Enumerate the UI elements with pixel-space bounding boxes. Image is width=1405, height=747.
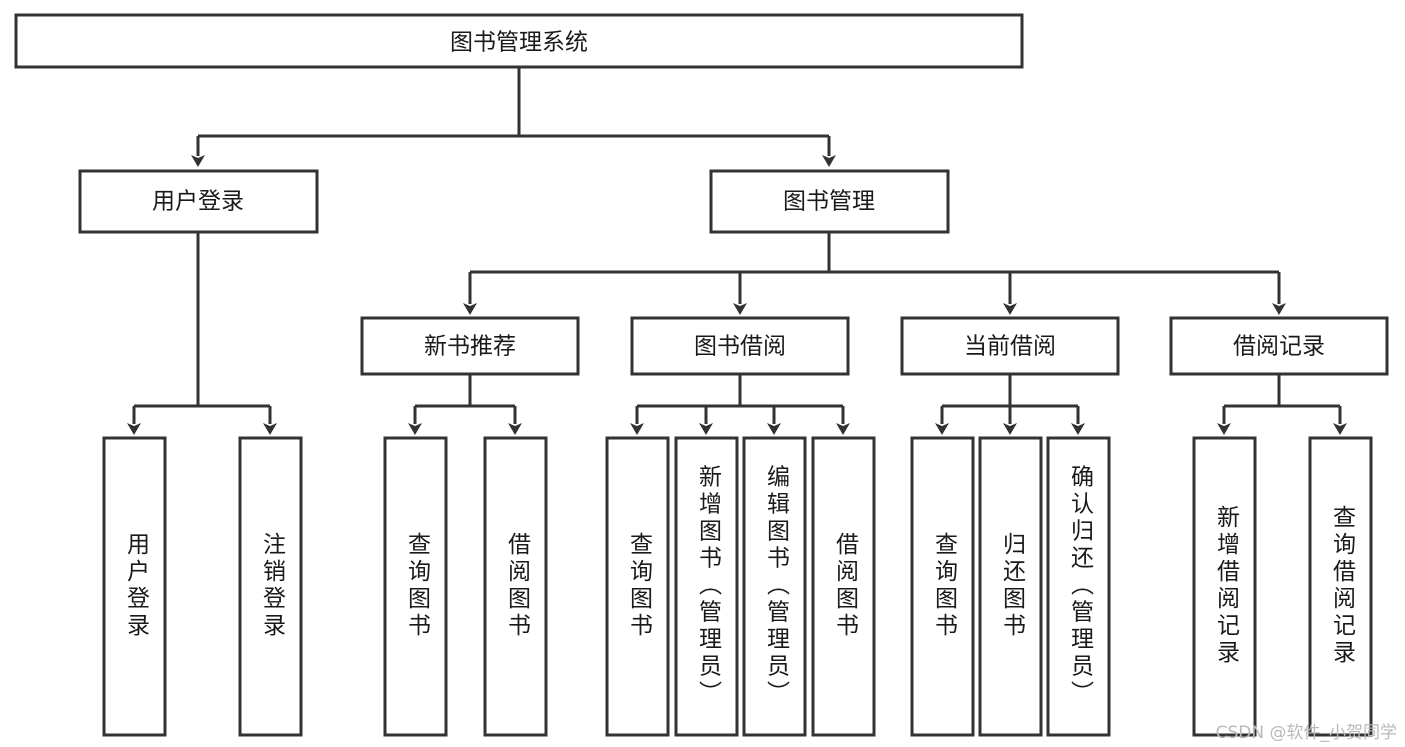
- node-book-manage-box: [709, 169, 950, 234]
- node-root-box: [14, 13, 1024, 69]
- node-leaf-borrow-book-2-label: 借阅图书: [832, 532, 860, 640]
- node-borrow-record-label: 借阅记录: [1233, 334, 1325, 360]
- node-leaf-add-borrow-record-label: 新增借阅记录: [1213, 505, 1241, 667]
- node-new-book-recommend-label: 新书推荐: [424, 334, 516, 360]
- node-leaf-edit-book-admin-box: [742, 436, 807, 737]
- node-new-book-recommend[interactable]: 新书推荐: [360, 316, 580, 376]
- node-leaf-borrow-book-1-label: 借阅图书: [504, 532, 532, 640]
- edges-book-manage-to-level3: [463, 232, 1286, 315]
- node-leaf-query-book-2[interactable]: 查询图书: [605, 436, 670, 737]
- node-borrow-record-box: [1169, 316, 1389, 376]
- node-borrow-record[interactable]: 借阅记录: [1169, 316, 1389, 376]
- node-leaf-return-book-box: [978, 436, 1043, 737]
- node-root-label: 图书管理系统: [450, 30, 588, 56]
- node-leaf-user-login[interactable]: 用户登录: [102, 436, 167, 737]
- node-leaf-return-book-label: 归还图书: [999, 532, 1027, 640]
- node-leaf-query-book-1-label: 查询图书: [404, 532, 432, 640]
- node-root[interactable]: 图书管理系统: [14, 13, 1024, 69]
- edges-root-to-level2: [191, 67, 836, 167]
- node-leaf-borrow-book-1-box: [483, 436, 548, 737]
- node-leaf-add-book-admin[interactable]: 新增图书（管理员）: [674, 436, 739, 737]
- node-current-borrow-label: 当前借阅: [964, 334, 1056, 360]
- node-user-login-box: [78, 169, 319, 234]
- node-book-borrow-box: [630, 316, 850, 376]
- node-book-borrow-label: 图书借阅: [694, 334, 786, 360]
- node-leaf-user-login-box: [102, 436, 167, 737]
- node-leaf-user-login-label: 用户登录: [123, 532, 151, 640]
- node-leaf-query-book-2-label: 查询图书: [626, 532, 654, 640]
- node-user-login-label: 用户登录: [152, 189, 244, 215]
- node-leaf-add-book-admin-label: 新增图书（管理员）: [695, 465, 723, 708]
- node-leaf-query-borrow-record-box: [1308, 436, 1373, 737]
- node-leaf-return-book[interactable]: 归还图书: [978, 436, 1043, 737]
- node-current-borrow[interactable]: 当前借阅: [900, 316, 1120, 376]
- node-book-borrow[interactable]: 图书借阅: [630, 316, 850, 376]
- node-leaf-query-borrow-record[interactable]: 查询借阅记录: [1308, 436, 1373, 737]
- node-leaf-logout-login[interactable]: 注销登录: [238, 436, 303, 737]
- edges-borrow-record-to-leaves: [1217, 374, 1347, 435]
- node-leaf-query-book-1[interactable]: 查询图书: [383, 436, 448, 737]
- node-leaf-edit-book-admin[interactable]: 编辑图书（管理员）: [742, 436, 807, 737]
- node-book-manage[interactable]: 图书管理: [709, 169, 950, 234]
- edge-root-user-login: [198, 67, 521, 138]
- node-leaf-query-book-3[interactable]: 查询图书: [910, 436, 975, 737]
- node-leaf-edit-book-admin-label: 编辑图书（管理员）: [763, 465, 791, 708]
- node-book-manage-label: 图书管理: [783, 189, 875, 215]
- node-leaf-add-borrow-record-box: [1192, 436, 1257, 737]
- node-leaf-query-borrow-record-label: 查询借阅记录: [1329, 505, 1357, 667]
- node-user-login[interactable]: 用户登录: [78, 169, 319, 234]
- node-leaf-confirm-return-admin-box: [1046, 436, 1111, 737]
- edges-book-borrow-to-leaves: [630, 374, 850, 435]
- edges-user-login-to-leaves: [127, 232, 277, 435]
- node-leaf-add-borrow-record[interactable]: 新增借阅记录: [1192, 436, 1257, 737]
- node-new-book-recommend-box: [360, 316, 580, 376]
- node-leaf-add-book-admin-box: [674, 436, 739, 737]
- node-current-borrow-box: [900, 316, 1120, 376]
- node-leaf-borrow-book-1[interactable]: 借阅图书: [483, 436, 548, 737]
- node-leaf-borrow-book-2[interactable]: 借阅图书: [811, 436, 876, 737]
- node-leaf-query-book-3-box: [910, 436, 975, 737]
- node-leaf-confirm-return-admin-label: 确认归还（管理员）: [1067, 465, 1095, 708]
- node-leaf-query-book-2-box: [605, 436, 670, 737]
- node-leaf-logout-login-box: [238, 436, 303, 737]
- edges-current-borrow-to-leaves: [935, 374, 1085, 435]
- edges-new-book-recommend-to-leaves: [408, 374, 522, 435]
- node-leaf-logout-login-label: 注销登录: [259, 532, 287, 640]
- node-leaf-query-book-3-label: 查询图书: [931, 532, 959, 640]
- node-leaf-query-book-1-box: [383, 436, 448, 737]
- node-leaf-confirm-return-admin[interactable]: 确认归还（管理员）: [1046, 436, 1111, 737]
- node-leaf-borrow-book-2-box: [811, 436, 876, 737]
